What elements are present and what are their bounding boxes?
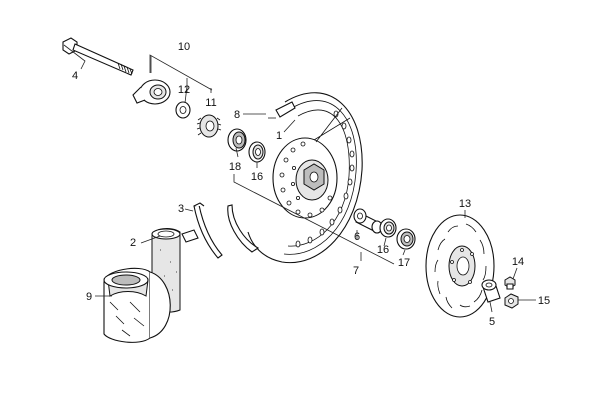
callout-13: 13 (459, 198, 471, 210)
callout-16-right: 16 (377, 244, 389, 256)
speedometer-gear (196, 114, 222, 138)
callout-17: 17 (398, 257, 410, 269)
rim-band (193, 202, 223, 259)
hub-spacer (353, 208, 383, 234)
callout-1: 1 (276, 130, 282, 142)
brake-disc (425, 214, 495, 318)
hub-holes (279, 141, 333, 218)
washer (175, 101, 191, 119)
disc-bolt-holes (450, 248, 474, 284)
disc-collar (481, 279, 501, 303)
callout-10: 10 (178, 41, 190, 53)
callout-15: 15 (538, 295, 550, 307)
callout-3: 3 (178, 203, 184, 215)
right-dust-seal (396, 228, 416, 250)
callout-18: 18 (229, 161, 241, 173)
rim-spoke-holes (295, 110, 355, 248)
axle-collar (132, 79, 171, 105)
axle-bolt (62, 37, 134, 76)
left-dust-seal (227, 128, 247, 152)
tire (103, 267, 171, 343)
callout-14: 14 (512, 256, 524, 268)
callout-2: 2 (130, 237, 136, 249)
callout-labels: 4 10 12 11 8 1 18 16 3 13 6 2 16 14 7 17… (72, 41, 550, 328)
left-bearing (248, 141, 266, 163)
callout-12: 12 (178, 84, 190, 96)
wheel-hub (272, 107, 351, 219)
callout-7: 7 (353, 265, 359, 277)
callout-9: 9 (86, 291, 92, 303)
leader-lines (63, 44, 536, 313)
right-bearing (379, 218, 397, 238)
disc-nut (504, 293, 519, 309)
callout-16-left: 16 (251, 171, 263, 183)
callout-4: 4 (72, 70, 78, 82)
callout-8: 8 (234, 109, 240, 121)
disc-slots (434, 223, 487, 309)
callout-11: 11 (205, 97, 216, 109)
disc-bolt (504, 276, 516, 290)
callout-5: 5 (489, 316, 495, 328)
callout-6: 6 (354, 231, 360, 243)
